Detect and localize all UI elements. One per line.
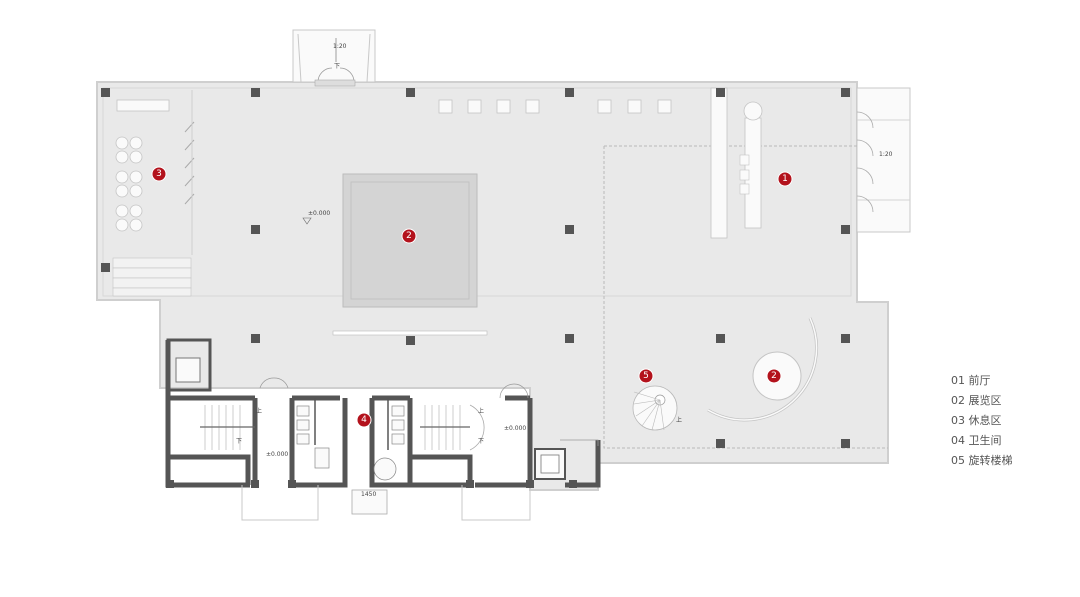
spiral-stair: 上 <box>632 385 682 431</box>
floor-slab <box>96 81 889 491</box>
marker-3: 3 <box>151 166 167 182</box>
svg-text:2: 2 <box>406 231 412 241</box>
svg-text:3: 3 <box>156 169 162 179</box>
front-hall-zone <box>603 145 888 449</box>
spiral-up-label: 上 <box>676 416 682 424</box>
svg-text:1: 1 <box>782 174 788 184</box>
level-stair-left-label: ±0.000 <box>266 451 288 458</box>
legend-item-lounge: 03 休息区 <box>951 414 1002 427</box>
top-entrance-ramp <box>292 29 376 83</box>
lounge-furniture <box>115 136 143 232</box>
legend: 01 前厅 02 展览区 03 休息区 04 卫生间 05 旋转楼梯 <box>951 371 1061 471</box>
stair-left-down-label: 下 <box>236 438 242 445</box>
level-main-label: ±0.000 <box>308 210 330 217</box>
marker-2-exhibition: 2 <box>401 228 417 244</box>
legend-item-spiral-stair: 05 旋转楼梯 <box>951 454 1013 467</box>
legend-item-restroom: 04 卫生间 <box>951 434 1002 447</box>
ramp-bottom-label: 1450 <box>361 491 376 498</box>
level-stair-right-label: ±0.000 <box>504 425 526 432</box>
ramp-right-label: 1:20 <box>879 151 893 158</box>
marker-4: 4 <box>356 412 372 428</box>
svg-text:4: 4 <box>361 415 367 425</box>
stair-left-up-label: 上 <box>256 407 262 415</box>
svg-text:2: 2 <box>771 371 777 381</box>
legend-item-front-hall: 01 前厅 <box>951 374 991 387</box>
marker-2-pedestal: 2 <box>766 368 782 384</box>
marker-5: 5 <box>638 368 654 384</box>
ramp-top-down-label: 下 <box>334 63 340 70</box>
stair-right-down-label: 下 <box>478 438 484 445</box>
legend-item-exhibition: 02 展览区 <box>951 394 1002 407</box>
svg-text:5: 5 <box>643 371 649 381</box>
stair-right-up-label: 上 <box>478 407 484 415</box>
columns <box>101 88 850 488</box>
marker-1: 1 <box>777 171 793 187</box>
toilet-fixtures <box>296 405 405 481</box>
ramp-top-label: 1:20 <box>333 43 347 50</box>
right-entrance-ramp <box>856 87 911 233</box>
